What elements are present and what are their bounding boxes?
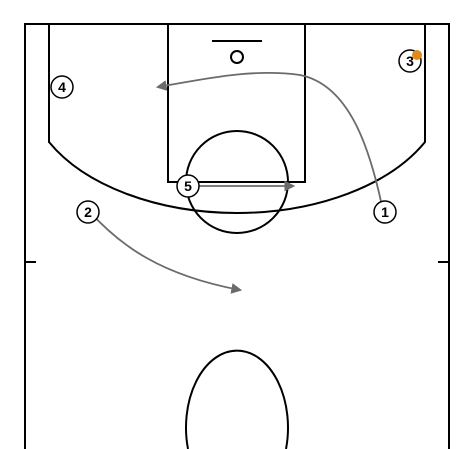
cut-path-player-1 — [155, 71, 383, 207]
player-4-label: 4 — [58, 79, 66, 95]
player-5: 5 — [176, 174, 200, 198]
basket-rim — [230, 50, 244, 64]
player-1-marker — [373, 200, 397, 224]
player-4-marker — [50, 75, 74, 99]
player-1-label: 1 — [381, 204, 389, 220]
player-4: 4 — [50, 75, 74, 99]
player-2-marker — [76, 200, 100, 224]
player-2: 2 — [76, 200, 100, 224]
cut-path-player-2 — [89, 211, 243, 294]
player-5-label: 5 — [184, 178, 192, 194]
player-2-label: 2 — [84, 204, 92, 220]
ball-icon — [412, 50, 422, 60]
player-5-marker — [176, 174, 200, 198]
three-point-line — [48, 24, 426, 214]
court-lines — [24, 23, 450, 449]
player-3-label: 3 — [406, 53, 414, 69]
player-3: 3 — [398, 49, 422, 73]
player-1: 1 — [373, 200, 397, 224]
paint-lane — [167, 23, 306, 183]
center-circle — [185, 349, 289, 449]
players: 4 3 5 2 1 — [50, 49, 422, 224]
court-boundary — [24, 23, 450, 449]
movement-paths — [89, 71, 383, 294]
